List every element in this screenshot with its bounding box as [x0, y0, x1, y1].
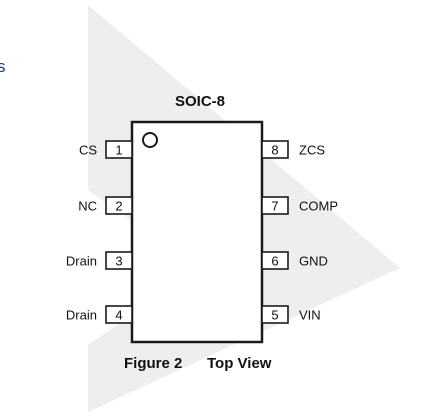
- pin-6: 6 GND: [261, 251, 328, 270]
- pin-2: 2 NC: [78, 196, 133, 215]
- pin-box: [261, 305, 289, 324]
- pin-name-vin: VIN: [299, 308, 321, 323]
- pin-box: [105, 140, 133, 159]
- pin-box: [261, 251, 289, 270]
- pin-number: 4: [115, 308, 122, 323]
- pin-number: 1: [115, 143, 122, 158]
- pin-8: 8 ZCS: [261, 140, 325, 159]
- pin-box: [105, 305, 133, 324]
- package-title: SOIC-8: [175, 93, 225, 110]
- pin-4: 4 Drain: [66, 305, 133, 324]
- pin-box: [105, 196, 133, 215]
- pin-name-nc: NC: [78, 199, 97, 214]
- pin-name-comp: COMP: [299, 199, 338, 214]
- pin-3: 3 Drain: [66, 251, 133, 270]
- ic-body: [130, 120, 264, 344]
- pin-name-drain: Drain: [66, 254, 97, 269]
- pin-7: 7 COMP: [261, 196, 338, 215]
- pin-box: [105, 251, 133, 270]
- edge-text-fragment: s: [0, 57, 6, 76]
- pin-name-drain: Drain: [66, 308, 97, 323]
- pin-number: 8: [271, 143, 278, 158]
- figure-caption-number: Figure 2: [124, 355, 182, 372]
- pin-number: 3: [115, 254, 122, 269]
- pin-name-zcs: ZCS: [299, 143, 325, 158]
- pin-number: 7: [271, 199, 278, 214]
- pin-number: 6: [271, 254, 278, 269]
- pin-1: 1 CS: [79, 140, 133, 159]
- figure-caption-view: Top View: [207, 355, 272, 372]
- pin-number: 2: [115, 199, 122, 214]
- pin-box: [261, 196, 289, 215]
- pin-name-cs: CS: [79, 143, 97, 158]
- pin-number: 5: [271, 308, 278, 323]
- pin-name-gnd: GND: [299, 254, 328, 269]
- pin1-marker: [142, 132, 158, 148]
- pin-box: [261, 140, 289, 159]
- pin-5: 5 VIN: [261, 305, 321, 324]
